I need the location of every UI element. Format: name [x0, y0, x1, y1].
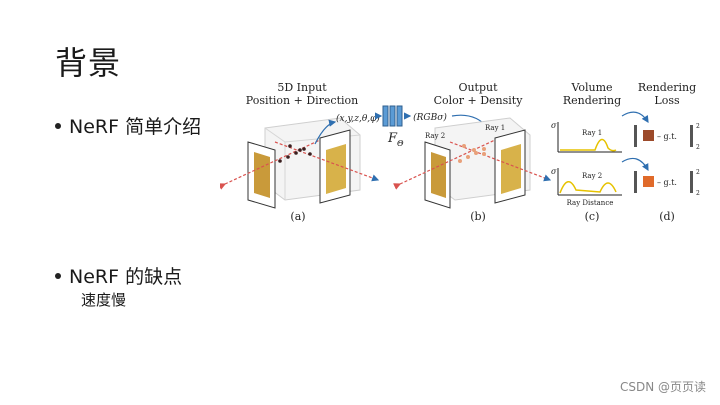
bullet-text: NeRF 的缺点	[69, 266, 183, 288]
image-thumb-right	[326, 144, 346, 194]
ray-a2	[274, 141, 380, 182]
swatch-1	[643, 130, 654, 141]
sup2-1: 2	[696, 123, 700, 130]
caption-a: (a)	[290, 210, 305, 223]
image-thumb-left	[254, 152, 270, 198]
sub2-2: 2	[696, 190, 700, 197]
slide-title: 背景	[55, 44, 122, 82]
bullet-nerf-drawbacks: NeRF 的缺点	[55, 262, 182, 289]
nerf-diagram: 5D Input Position + Direction Output Col…	[218, 81, 700, 223]
nerf-pipeline-figure: 5D Input Position + Direction Output Col…	[218, 80, 710, 225]
sub-bullet-speed: 速度慢	[81, 291, 127, 309]
col-c-title: Volume	[570, 81, 612, 94]
bullet-nerf-intro: NeRF 简单介绍	[55, 112, 201, 139]
ray-distance-label: Ray Distance	[567, 199, 614, 207]
col-a-title: 5D Input	[277, 81, 327, 94]
gt-label-1: – g.t.	[657, 132, 677, 141]
curve-ray2	[559, 181, 617, 194]
ray1-label-c: Ray 1	[582, 129, 602, 137]
col-d-title: Rendering	[638, 81, 696, 94]
caption-d: (d)	[659, 210, 675, 223]
swatch-2	[643, 176, 654, 187]
sigma-2: σ	[551, 167, 557, 176]
panel-d-loss	[621, 111, 693, 193]
ray2-label-c: Ray 2	[582, 172, 602, 180]
bullet-text: NeRF 简单介绍	[69, 116, 202, 138]
panel-a-scene	[218, 117, 380, 209]
col-b-sub: Color + Density	[434, 94, 524, 107]
network-block	[382, 105, 403, 127]
panel-b-scene	[393, 117, 552, 209]
ray2-label-b: Ray 2	[425, 132, 445, 140]
watermark: CSDN @页页读	[619, 380, 706, 394]
ray1-label-b: Ray 1	[485, 124, 505, 132]
gt-label-2: – g.t.	[657, 178, 677, 187]
input-arrow	[314, 119, 337, 145]
col-b-title: Output	[458, 81, 498, 94]
output-tuple: (RGBσ)	[413, 112, 447, 123]
network-sub: Θ	[397, 139, 404, 148]
caption-c: (c)	[585, 210, 600, 223]
network-label: F	[387, 131, 398, 146]
panel-c-plots	[557, 122, 622, 196]
sup2-2: 2	[696, 169, 700, 176]
bullet-dot	[55, 273, 61, 279]
curve-ray1	[560, 138, 617, 152]
col-a-sub: Position + Direction	[246, 94, 359, 107]
input-tuple: (x,y,z,θ,φ)	[336, 113, 380, 124]
caption-b: (b)	[470, 210, 486, 223]
col-c-sub: Rendering	[563, 94, 621, 107]
bullet-dot	[55, 123, 61, 129]
sigma-1: σ	[551, 121, 557, 130]
col-d-sub: Loss	[654, 94, 680, 107]
sub2-1: 2	[696, 144, 700, 151]
